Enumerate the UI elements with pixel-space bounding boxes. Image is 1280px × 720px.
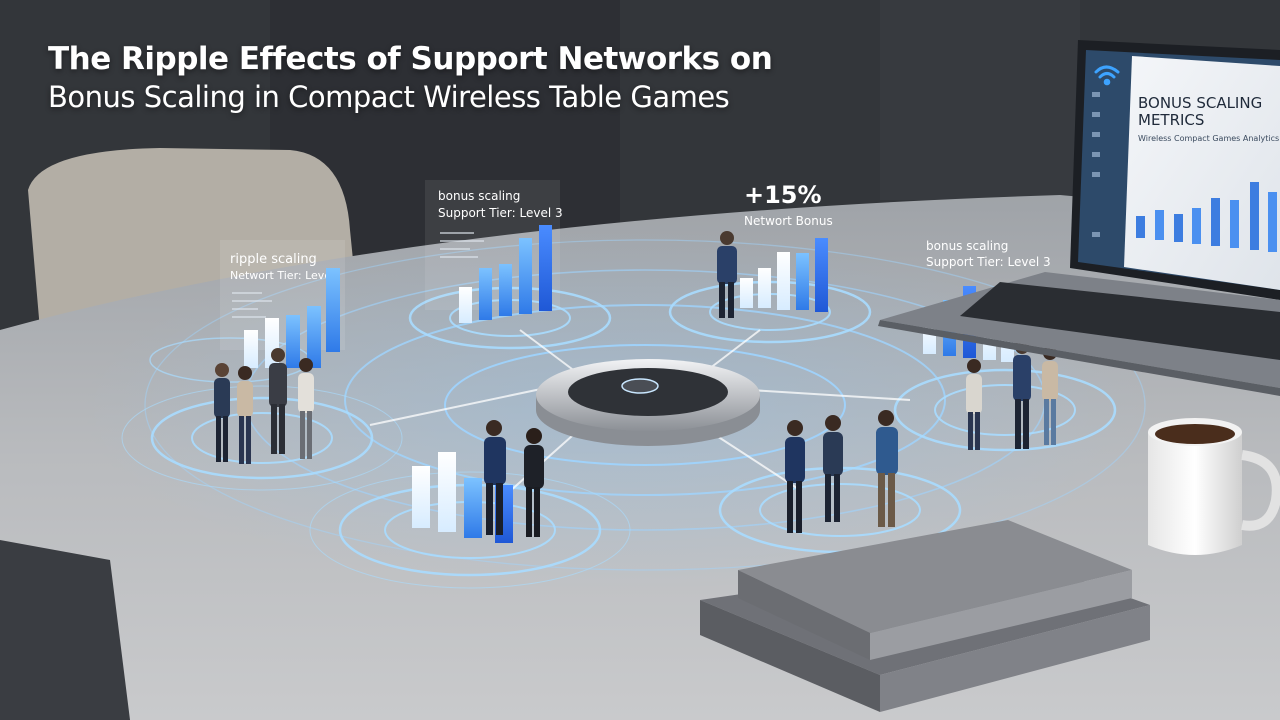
person-figure <box>876 410 898 527</box>
bar <box>244 330 258 368</box>
laptop-title-line2: METRICS <box>1138 111 1204 129</box>
bar <box>459 287 472 323</box>
panel-center-line1: bonus scaling <box>438 189 520 203</box>
people-center-group <box>484 420 544 537</box>
laptop-sidebar <box>1092 92 1100 237</box>
bar <box>412 466 430 528</box>
panel-left-line1: ripple scaling <box>230 252 317 267</box>
bar <box>796 253 809 310</box>
person-figure <box>237 366 253 464</box>
bar <box>438 452 456 532</box>
person-figure <box>269 348 287 454</box>
person-figure <box>214 363 230 462</box>
panel-center-line2: Support Tier: Level 3 <box>438 206 563 220</box>
bar <box>479 268 492 320</box>
bar <box>1155 210 1164 240</box>
laptop-chart <box>1136 182 1277 252</box>
panel-left-line2: Networt Tier: Levels <box>230 269 340 282</box>
panel-top-line2: Networt Bonus <box>744 214 833 228</box>
wireless-hub <box>536 359 760 446</box>
title-line2: Bonus Scaling in Compact Wireless Table … <box>48 80 730 114</box>
panel-top: +15% Networt Bonus <box>740 181 833 312</box>
bar <box>1250 182 1259 250</box>
laptop: BONUS SCALING METRICS Wireless Compact G… <box>878 40 1280 396</box>
panel-center: bonus scaling Support Tier: Level 3 <box>425 180 563 323</box>
panel-right-line2: Support Tier: Level 3 <box>926 255 1051 269</box>
window-panel-right <box>880 0 1080 200</box>
person-figure <box>524 428 544 537</box>
bar <box>1174 214 1183 242</box>
bar <box>307 306 321 368</box>
front-chair <box>0 540 130 720</box>
page-title: The Ripple Effects of Support Networks o… <box>48 40 773 116</box>
title-line1: The Ripple Effects of Support Networks o… <box>48 41 773 77</box>
coffee-mug <box>1148 418 1280 555</box>
book-stack <box>700 520 1150 712</box>
laptop-title-line1: BONUS SCALING <box>1138 94 1262 112</box>
wifi-icon <box>1094 65 1120 86</box>
people-right-group <box>966 340 1058 450</box>
panel-left: ripple scaling Networt Tier: Levels <box>220 240 345 368</box>
power-icon <box>621 378 659 394</box>
bar <box>326 268 340 352</box>
laptop-keyboard <box>960 282 1280 360</box>
person-figure <box>823 415 843 522</box>
bar <box>740 278 753 308</box>
person-figure <box>484 420 506 535</box>
bar <box>499 264 512 316</box>
bar <box>758 268 771 308</box>
people-right-front-group <box>785 410 898 533</box>
bar <box>1211 198 1220 246</box>
person-figure <box>298 358 314 459</box>
bar <box>1268 192 1277 252</box>
bar <box>1230 200 1239 248</box>
bar <box>464 478 482 538</box>
bar <box>539 225 552 311</box>
bar <box>286 315 300 368</box>
bar <box>1136 216 1145 238</box>
bar <box>777 252 790 310</box>
bonus-percent: +15% <box>744 181 822 209</box>
bar <box>519 238 532 314</box>
laptop-subtitle: Wireless Compact Games Analytics <box>1138 134 1279 143</box>
person-figure <box>785 420 805 533</box>
bar <box>815 238 828 312</box>
people-left-group <box>214 348 314 464</box>
person-top <box>717 231 737 318</box>
bar <box>1192 208 1201 244</box>
panel-right-line1: bonus scaling <box>926 239 1008 253</box>
person-figure <box>966 359 982 450</box>
